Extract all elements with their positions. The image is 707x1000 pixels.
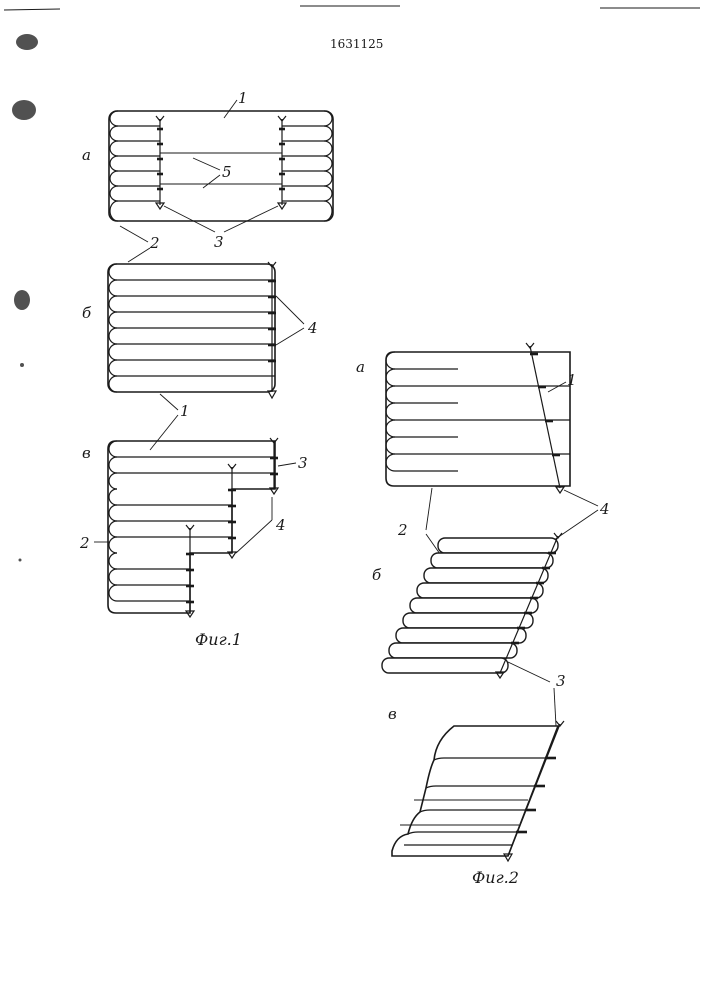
fig2-panel-v: в [388,705,564,861]
vertical-drain-left [156,116,164,209]
soil-layer [382,658,508,673]
leader-4 [276,328,304,345]
ink-speck [19,559,22,562]
panel-label: в [82,444,91,462]
left-side-bulges [109,441,275,601]
panel-label: в [388,705,397,723]
leader-5 [193,158,220,170]
document-number: 1631125 [330,37,383,51]
soil-layer [424,568,548,583]
ink-smudge [16,34,38,50]
fig1-panel-b: б [82,262,318,398]
leader-3 [278,463,296,466]
ref-3: 3 [298,454,308,472]
fig2-panel-a: а [356,343,610,540]
leader-1 [150,415,178,450]
leader-1 [160,394,178,410]
vertical-drain-middle [228,464,236,558]
vertical-drain-upper [270,438,278,494]
ink-smudge [14,290,30,310]
ref-3: 3 [556,672,566,690]
leader-3 [508,662,550,682]
fig2-panel-b: б [372,533,562,678]
leader-3 [554,688,556,726]
leader-3 [164,206,215,232]
soil-layer [396,628,526,643]
left-side-bulges [110,111,160,221]
leader-1 [548,382,566,392]
leader-3 [224,206,278,232]
ref-1: 1 [238,89,248,107]
fig2: а [356,343,610,887]
soil-layer [417,583,543,598]
leader-4 [236,520,272,553]
figure-caption: Фиг.1 [195,630,242,649]
panel-label: а [356,358,365,376]
ink-smudge [12,100,36,120]
panel-label: а [82,146,91,164]
ref-4: 4 [599,500,610,518]
leader-1 [224,100,237,118]
right-side-bulges [282,111,332,221]
soil-body [386,352,570,486]
fig1-panel-a: а [82,89,333,251]
ref-4: 4 [307,319,318,337]
inclined-drain [504,721,564,861]
ref-2: 2 [79,534,90,552]
leader-2 [120,226,148,242]
ref-4: 4 [275,516,286,534]
fig1-panel-v: в [79,438,308,617]
left-side-bulges [386,352,570,471]
ref-5: 5 [222,163,232,181]
leader-2 [426,488,432,530]
panel-label: б [372,566,382,584]
edge-line [4,9,60,10]
ref-2: 2 [397,521,408,539]
ref-2: 2 [149,234,160,252]
soil-layer [410,598,538,613]
ref-1: 1 [180,402,190,420]
vertical-drain-right [278,116,286,209]
leader-5 [203,175,220,188]
fig1: а [79,89,333,649]
ref-3: 3 [214,233,224,251]
soil-layer [403,613,533,628]
leader-2 [128,248,150,262]
soil-body [109,111,333,221]
soil-layer [438,538,558,553]
ink-speck [20,363,24,367]
inclined-drain [526,343,564,493]
leader-4 [564,490,598,506]
soil-layer [389,643,517,658]
figure-caption: Фиг.2 [472,868,519,887]
leader-4 [276,296,304,324]
panel-label: б [82,304,92,322]
left-side-bulges [109,264,275,392]
soil-layer [431,553,553,568]
ref-1: 1 [567,371,577,389]
vertical-drain-lower [186,525,194,617]
